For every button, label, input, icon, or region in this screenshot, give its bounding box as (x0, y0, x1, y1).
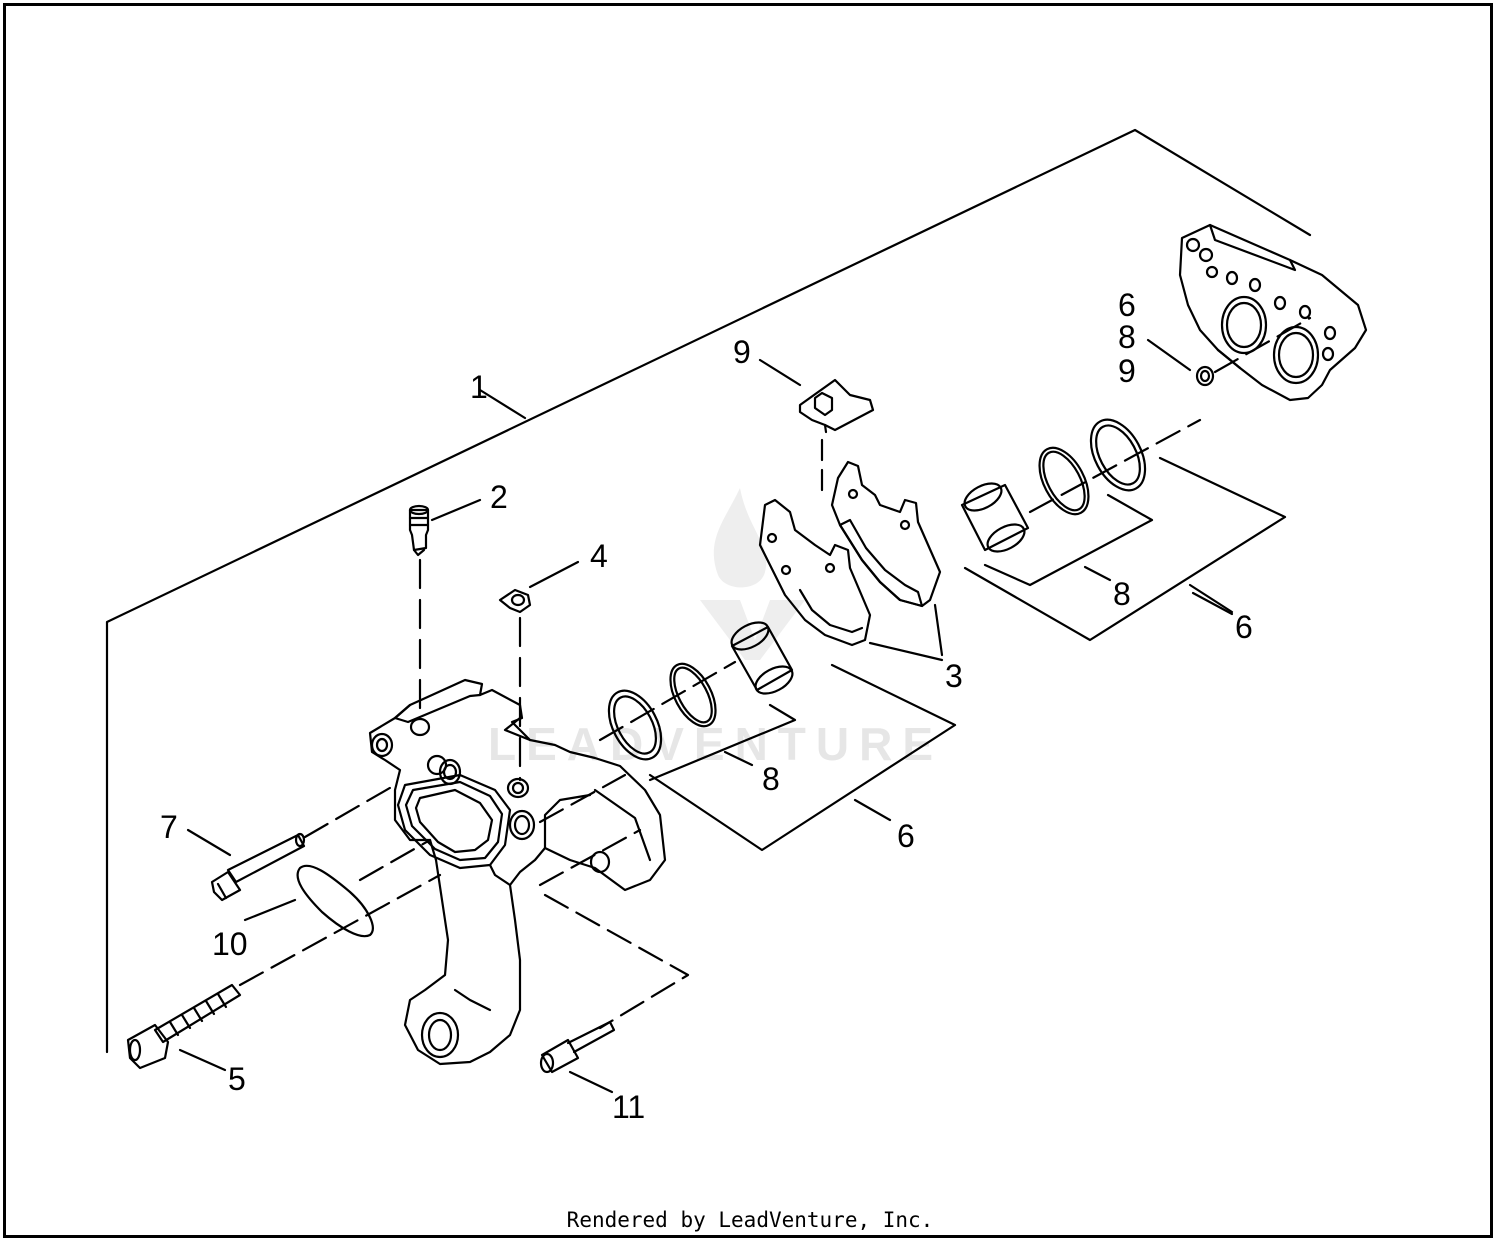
callout-labels: 1 2 3 4 5 6 6 6 7 8 8 8 9 9 10 11 (160, 287, 1253, 1125)
watermark-v-icon (700, 600, 805, 660)
crush-washer-fitting (498, 588, 532, 614)
seal-ring-outer-large (1089, 418, 1147, 492)
bracket-8-inner (648, 703, 797, 782)
callout-6-top: 6 (1118, 287, 1136, 323)
diagram-frame (3, 3, 1493, 1238)
mounting-pin-bolt (210, 832, 306, 902)
boot-shim (296, 864, 374, 938)
assembly-bracket (105, 128, 1312, 1054)
callout-9-clip: 9 (733, 334, 751, 370)
seal-ring-inner-small (669, 662, 717, 728)
callout-5: 5 (228, 1061, 246, 1097)
callout-8-top: 8 (1118, 319, 1136, 355)
leader-lines (178, 338, 1234, 1094)
footer-credit: Rendered by LeadVenture, Inc. (566, 1208, 934, 1232)
callout-7: 7 (160, 809, 178, 845)
bracket-8-outer (983, 493, 1154, 587)
bracket-3-pads (868, 603, 944, 662)
callout-6-outer: 6 (1235, 609, 1253, 645)
axis-line-outer-seals (1028, 418, 1202, 514)
watermark-flame-icon (713, 488, 767, 588)
piston-inner (730, 621, 794, 695)
brake-pad-front (758, 498, 872, 647)
callout-3: 3 (945, 658, 963, 694)
callout-8-outer: 8 (1113, 576, 1131, 612)
bracket-6-outer (963, 456, 1287, 642)
long-bolt (126, 983, 242, 1070)
callout-6-inner: 6 (897, 818, 915, 854)
axis-line-item10 (358, 838, 432, 882)
inner-caliper-body (368, 678, 667, 1066)
axis-line-pin-upper (538, 828, 642, 887)
outer-caliper-housing (1178, 223, 1368, 402)
seal-ring-outer-small (1038, 446, 1090, 516)
axis-line-body-to-seal (538, 773, 627, 824)
callout-2: 2 (490, 479, 508, 515)
axis-line-inner-seals (598, 660, 737, 742)
piston-outer (960, 482, 1030, 553)
callout-10: 10 (212, 926, 248, 962)
callout-1: 1 (470, 369, 488, 405)
callout-11: 11 (612, 1089, 645, 1125)
retaining-pin (539, 1020, 616, 1074)
callout-8-inner: 8 (762, 761, 780, 797)
pad-clip (798, 378, 875, 434)
axis-line-item5 (238, 873, 442, 987)
axis-line-item7 (303, 783, 397, 839)
watermark: LEADVENTURE (488, 488, 943, 770)
bleeder-cap-small (1195, 365, 1215, 387)
bracket-6-inner (648, 663, 957, 852)
axis-line-item11 (543, 893, 690, 1030)
callout-9-top: 9 (1118, 353, 1136, 389)
callout-4: 4 (590, 538, 608, 574)
brake-pad-rear (830, 460, 942, 608)
watermark-text: LEADVENTURE (488, 718, 943, 770)
axis-line-outer (1213, 316, 1312, 374)
bleeder-valve (408, 504, 430, 557)
seal-ring-inner-large (607, 689, 663, 761)
